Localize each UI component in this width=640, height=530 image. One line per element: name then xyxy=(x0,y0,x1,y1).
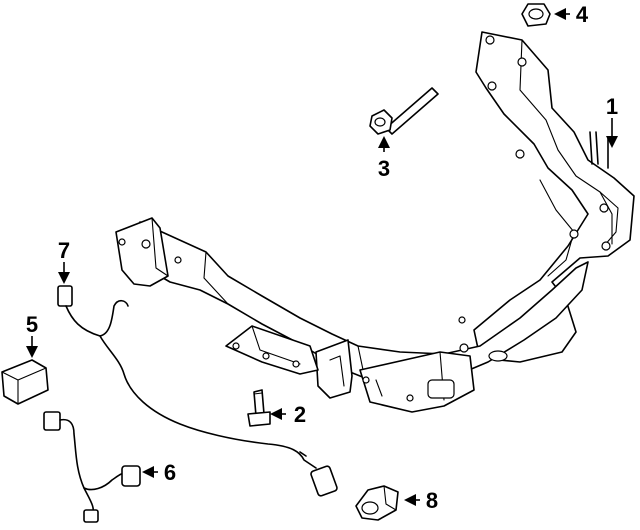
callout-arrow-1 xyxy=(606,118,618,148)
callout-4-label: 4 xyxy=(576,2,589,27)
callout-7-label: 7 xyxy=(58,238,70,263)
bolt-part xyxy=(369,87,439,135)
callout-arrow-4 xyxy=(554,8,570,20)
callout-arrow-5 xyxy=(26,336,38,358)
callout-arrow-8 xyxy=(404,494,420,506)
callout-6-label: 6 xyxy=(164,460,176,485)
bolt-2-part xyxy=(247,389,271,427)
flange-nut-part xyxy=(521,3,551,27)
callout-8-label: 8 xyxy=(426,488,438,513)
hitch-receiver-frame xyxy=(115,31,635,413)
wiring-harness-part xyxy=(43,285,338,523)
callout-1-label: 1 xyxy=(606,94,618,119)
callout-arrow-6 xyxy=(142,466,158,478)
callout-5-label: 5 xyxy=(26,312,38,337)
callout-3-label: 3 xyxy=(378,156,390,181)
callout-arrow-3 xyxy=(378,136,390,152)
callout-2-label: 2 xyxy=(294,402,306,427)
callout-arrow-2 xyxy=(270,408,286,420)
sensor-part xyxy=(355,485,399,521)
module-part xyxy=(1,359,49,405)
callout-arrow-7 xyxy=(58,262,70,284)
